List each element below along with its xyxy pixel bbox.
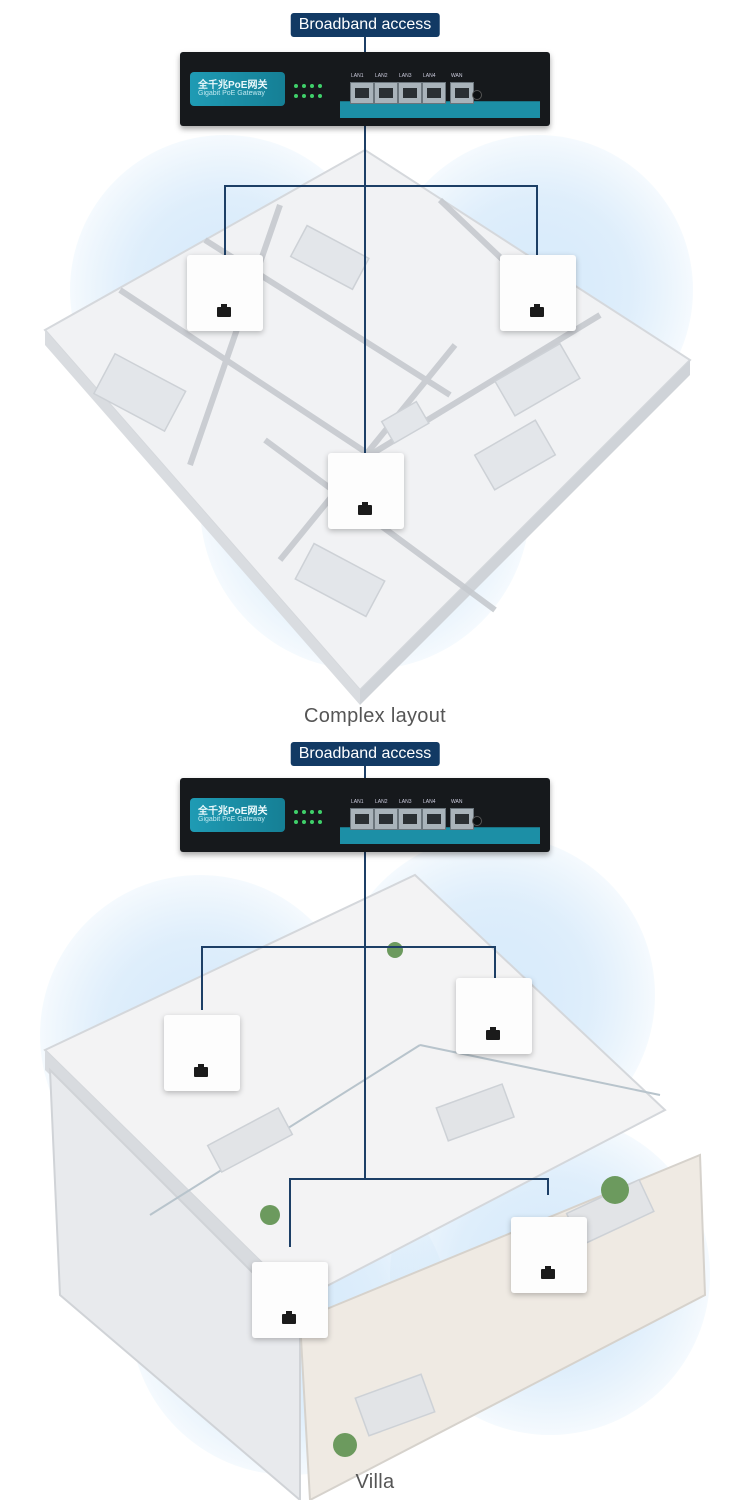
upper-floor-edge [45, 1050, 300, 1320]
rj45-port-icon [194, 1064, 208, 1077]
gateway-brand-en: Gigabit PoE Gateway [198, 816, 265, 823]
lan-port: LAN1 [350, 73, 374, 104]
status-led-group [292, 808, 342, 834]
lan-port: LAN4 [422, 799, 446, 830]
gateway-brand-en: Gigabit PoE Gateway [198, 90, 265, 97]
rj45-port-icon [541, 1266, 555, 1279]
wall-access-point [328, 453, 404, 529]
reset-button-icon [472, 816, 482, 826]
rj45-port-icon [217, 304, 231, 317]
broadband-access-badge: Broadband access [290, 13, 440, 37]
rj45-port-icon [530, 304, 544, 317]
lan-port: LAN2 [374, 799, 398, 830]
ethernet-port-group: LAN1 LAN2 LAN3 LAN4 WAN [350, 799, 500, 834]
villa-section: Broadband access 全千兆PoE网关 Gigabit PoE Ga… [0, 735, 750, 1500]
section-caption: Villa [355, 1471, 395, 1493]
gateway-accent-band [340, 101, 540, 118]
section-caption: Complex layout [303, 705, 447, 727]
reset-button-icon [472, 90, 482, 100]
wall-access-point [187, 255, 263, 331]
rj45-port-icon [358, 502, 372, 515]
ethernet-port-group: LAN1 LAN2 LAN3 LAN4 WAN [350, 73, 500, 108]
wan-port: WAN [450, 73, 474, 104]
gateway-accent-band [340, 827, 540, 844]
gateway-brand-cn: 全千兆PoE网关 [198, 80, 268, 91]
rj45-port-icon [486, 1027, 500, 1040]
gateway-brand-plate: 全千兆PoE网关 Gigabit PoE Gateway [190, 72, 285, 106]
wall-access-point [164, 1015, 240, 1091]
wall-access-point [252, 1262, 328, 1338]
lan-port: LAN2 [374, 73, 398, 104]
lan-port: LAN3 [398, 73, 422, 104]
gateway-brand-cn: 全千兆PoE网关 [198, 806, 268, 817]
gateway-brand-plate: 全千兆PoE网关 Gigabit PoE Gateway [190, 798, 285, 832]
lan-port: LAN3 [398, 799, 422, 830]
rj45-port-icon [282, 1311, 296, 1324]
poe-gateway-device: 全千兆PoE网关 Gigabit PoE Gateway LAN1 LAN2 L… [180, 778, 550, 852]
wall-access-point [500, 255, 576, 331]
wall-access-point [511, 1217, 587, 1293]
status-led-group [292, 82, 342, 108]
floor-edge [360, 360, 690, 705]
wall-access-point [456, 978, 532, 1054]
wan-port: WAN [450, 799, 474, 830]
complex-layout-section: Broadband access 全千兆PoE网关 Gigabit PoE Ga… [0, 0, 750, 735]
lan-port: LAN4 [422, 73, 446, 104]
poe-gateway-device: 全千兆PoE网关 Gigabit PoE Gateway LAN1 LAN2 L… [180, 52, 550, 126]
furniture [92, 224, 581, 618]
cable-lines [224, 36, 538, 455]
ground-floor-wall [48, 1067, 301, 1500]
floor-edge [45, 330, 360, 705]
cable-lines [201, 765, 549, 1247]
broadband-access-badge: Broadband access [290, 742, 440, 766]
lan-port: LAN1 [350, 799, 374, 830]
